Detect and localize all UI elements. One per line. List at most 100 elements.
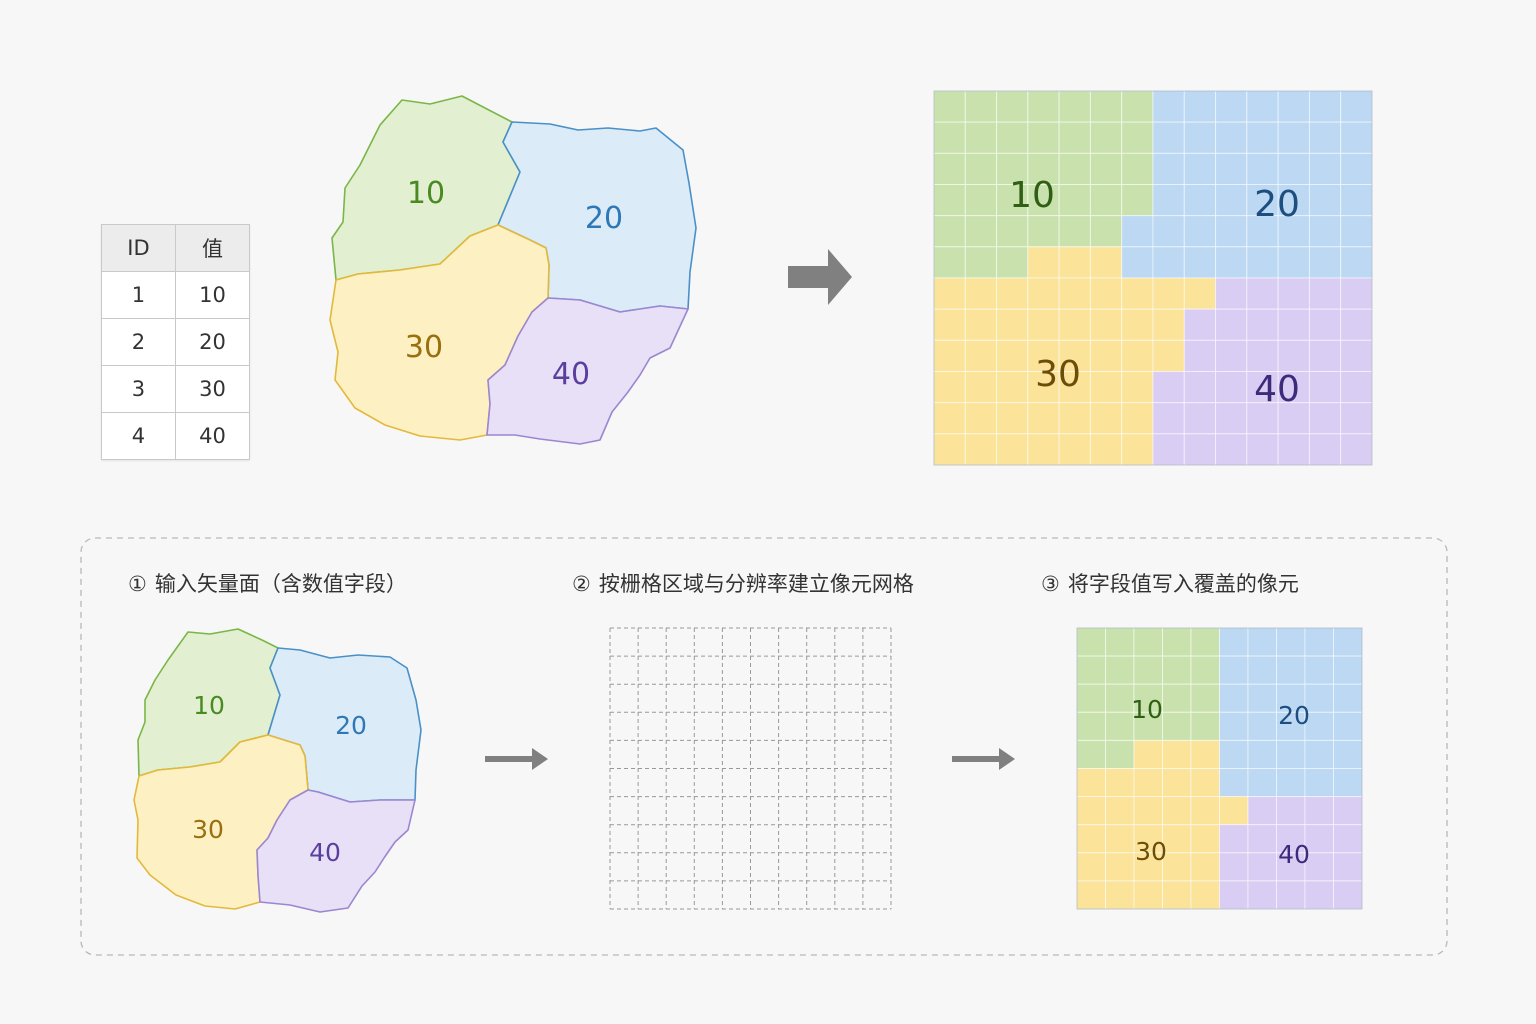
raster-cell bbox=[1027, 308, 1060, 341]
raster-cell bbox=[1105, 627, 1135, 657]
raster-cell bbox=[1340, 402, 1373, 435]
raster-cell bbox=[1276, 768, 1306, 798]
raster-cell bbox=[1304, 768, 1334, 798]
raster-cell bbox=[1215, 308, 1248, 341]
raster-cell bbox=[1121, 246, 1154, 279]
raster-cell bbox=[1162, 796, 1192, 826]
step-arrow-2-icon bbox=[952, 748, 1015, 770]
raster-cell bbox=[1076, 824, 1106, 854]
steps-panel-frame bbox=[80, 537, 1448, 956]
raster-cell bbox=[1333, 627, 1363, 657]
raster-cell bbox=[1089, 339, 1123, 373]
raster-cell bbox=[1076, 852, 1106, 882]
raster-cell bbox=[1276, 739, 1306, 770]
raster-cell bbox=[1246, 215, 1279, 248]
raster-cell bbox=[933, 433, 966, 466]
raster-cell bbox=[1333, 796, 1363, 826]
raster-cell bbox=[1089, 152, 1123, 185]
raster-cell bbox=[1089, 277, 1123, 310]
raster-cell bbox=[1152, 246, 1185, 279]
raster-cell bbox=[1027, 371, 1060, 404]
raster-cell bbox=[1219, 711, 1249, 741]
raster-cell bbox=[1277, 246, 1310, 279]
raster-cell bbox=[996, 277, 1029, 310]
raster-cell bbox=[933, 371, 966, 404]
raster-cell bbox=[1246, 152, 1279, 185]
step-1-text: 输入矢量面（含数值字段） bbox=[154, 572, 407, 596]
raster-cell bbox=[1277, 277, 1310, 310]
small-vector-polygons: 10 20 30 40 bbox=[133, 628, 422, 913]
raster-cell bbox=[1219, 655, 1249, 685]
raster-cell bbox=[1105, 711, 1135, 741]
raster-cell bbox=[1277, 308, 1310, 341]
table-row: 1 10 bbox=[101, 271, 251, 319]
raster-cell bbox=[1215, 433, 1248, 466]
raster-cell bbox=[1027, 121, 1060, 154]
raster-cell bbox=[933, 339, 966, 373]
raster-cell bbox=[1247, 824, 1277, 854]
raster-cell bbox=[1219, 852, 1249, 882]
step-arrow-1-icon bbox=[485, 748, 548, 770]
raster-cell bbox=[964, 246, 998, 279]
raster-cell bbox=[1183, 308, 1217, 341]
polygon-label-40: 40 bbox=[552, 357, 590, 392]
raster-cell bbox=[1133, 796, 1163, 826]
header-id: ID bbox=[101, 224, 176, 272]
raster-cell bbox=[1162, 824, 1192, 854]
raster-cell bbox=[1215, 402, 1248, 435]
raster-cell bbox=[996, 339, 1029, 373]
raster-cell bbox=[1162, 880, 1192, 910]
raster-cell bbox=[1340, 215, 1373, 248]
raster-cell bbox=[1183, 121, 1217, 154]
raster-cell bbox=[996, 215, 1029, 248]
step-3-text: 将字段值写入覆盖的像元 bbox=[1067, 572, 1299, 596]
raster-cell bbox=[933, 308, 966, 341]
raster-cell bbox=[1089, 433, 1123, 466]
polygon-label-30: 30 bbox=[405, 330, 443, 365]
raster-cell bbox=[1105, 852, 1135, 882]
raster-cell bbox=[1246, 339, 1279, 373]
raster-cell bbox=[1333, 880, 1363, 910]
raster-cell bbox=[1152, 402, 1185, 435]
raster-cell bbox=[1152, 308, 1185, 341]
small-raster-grid bbox=[1076, 627, 1363, 910]
raster-cell bbox=[1190, 627, 1220, 657]
raster-cell bbox=[1276, 824, 1306, 854]
raster-cell bbox=[1089, 184, 1123, 217]
raster-cell bbox=[1027, 339, 1060, 373]
raster-cell bbox=[1121, 90, 1154, 123]
top-raster-grid bbox=[933, 90, 1373, 466]
raster-cell bbox=[1247, 796, 1277, 826]
raster-cell bbox=[1152, 339, 1185, 373]
raster-cell bbox=[1308, 215, 1342, 248]
small-polygon-label-20: 20 bbox=[335, 711, 367, 740]
raster-cell bbox=[1276, 796, 1306, 826]
table-row: 2 20 bbox=[101, 318, 251, 366]
raster-cell bbox=[1246, 371, 1279, 404]
raster-cell bbox=[1277, 152, 1310, 185]
raster-cell bbox=[964, 371, 998, 404]
raster-cell bbox=[1027, 433, 1060, 466]
raster-cell bbox=[1027, 402, 1060, 435]
raster-cell bbox=[1246, 121, 1279, 154]
raster-cell bbox=[1219, 824, 1249, 854]
raster-cell bbox=[1190, 768, 1220, 798]
raster-cell bbox=[964, 215, 998, 248]
raster-cell bbox=[1027, 277, 1060, 310]
raster-cell bbox=[1215, 90, 1248, 123]
raster-cell bbox=[964, 339, 998, 373]
raster-cell bbox=[1215, 371, 1248, 404]
raster-cell bbox=[1089, 90, 1123, 123]
raster-cell bbox=[996, 90, 1029, 123]
raster-cell bbox=[1121, 277, 1154, 310]
raster-cell bbox=[1340, 339, 1373, 373]
small-raster-label-30: 30 bbox=[1135, 837, 1167, 866]
raster-cell bbox=[1058, 433, 1091, 466]
small-polygon-label-30: 30 bbox=[192, 815, 224, 844]
raster-cell bbox=[1133, 768, 1163, 798]
raster-cell bbox=[1183, 433, 1217, 466]
raster-cell bbox=[1190, 852, 1220, 882]
raster-cell bbox=[1247, 880, 1277, 910]
